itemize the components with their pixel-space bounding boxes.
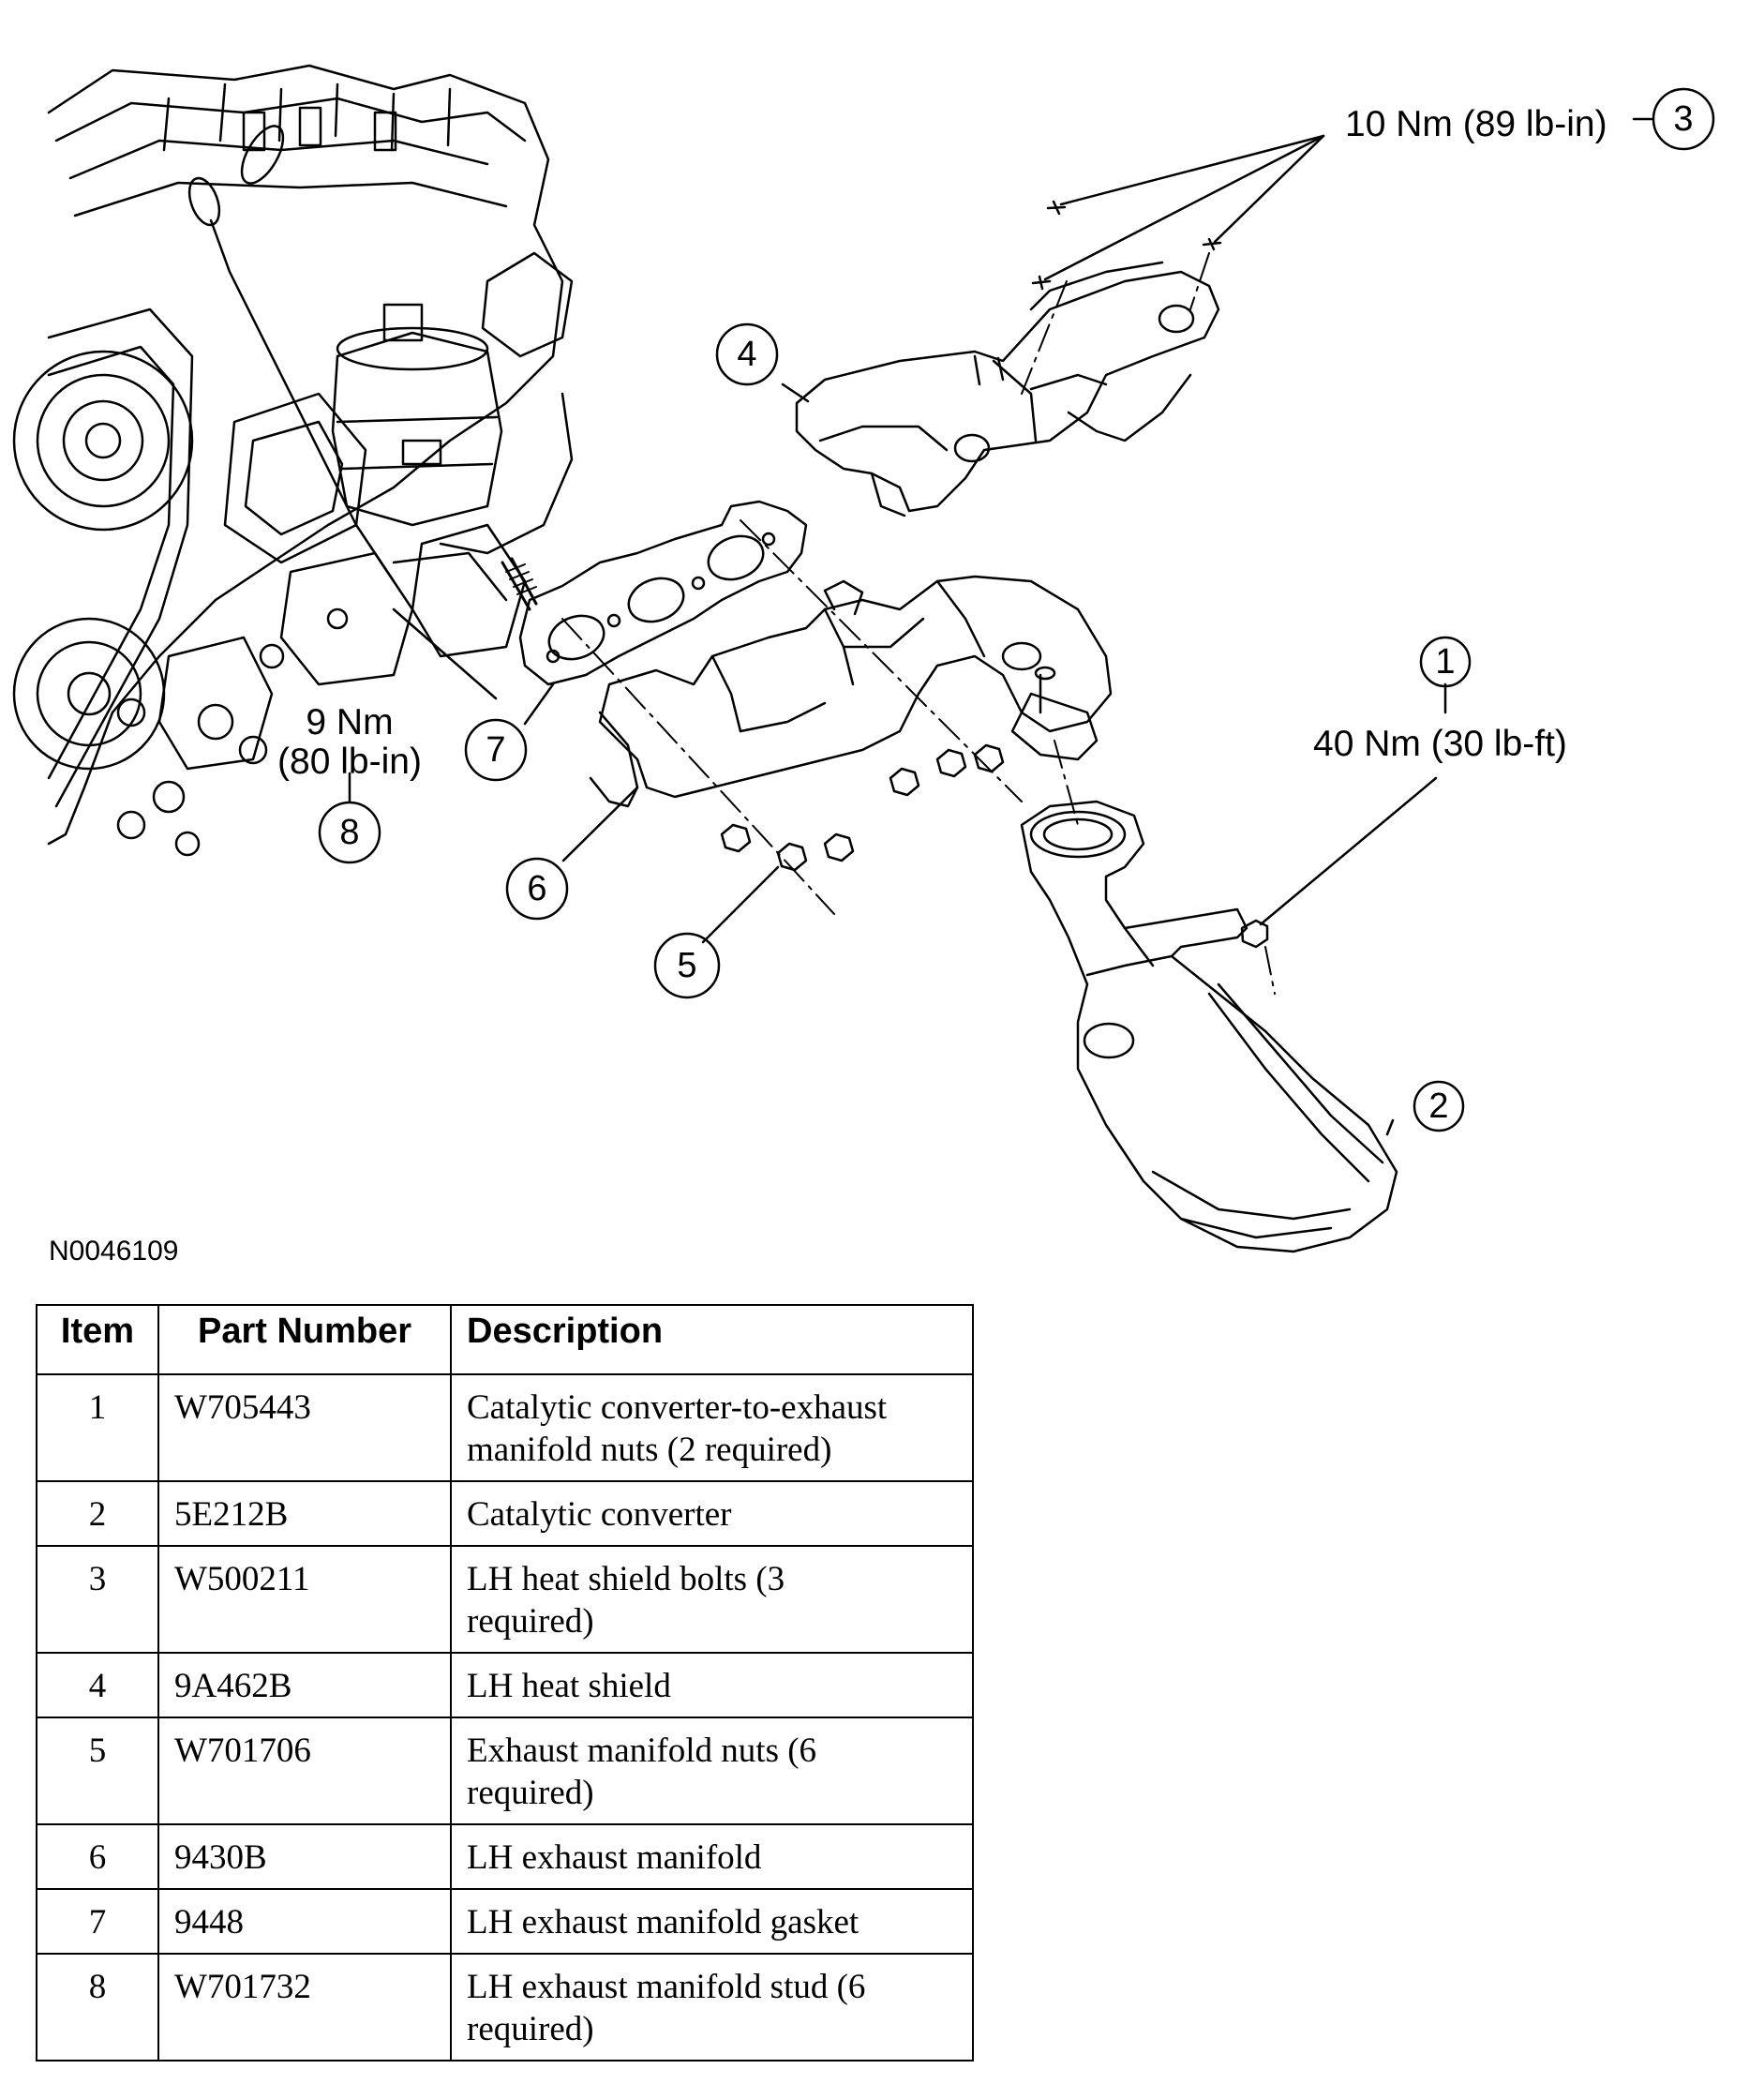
callout-circle-7 [464,718,528,782]
callout-number-1: 1 [1435,642,1455,682]
manifold-nuts-drawing [720,743,1005,872]
description-line: LH heat shield [467,1667,671,1705]
cell-item: 1 [36,1373,159,1482]
cell-part-number: 9A462B [157,1652,452,1718]
description-line: Catalytic converter [467,1495,732,1534]
cell-item: 2 [36,1480,159,1547]
callout-number-4: 4 [737,335,756,374]
table-header-row: Item Part Number Description [36,1304,974,1375]
description-line: LH heat shield bolts (3 [467,1560,785,1598]
callout-circle-4 [715,322,779,386]
description-line: Exhaust manifold nuts (6 [467,1732,817,1770]
callout-circle-1 [1419,636,1472,688]
description-line: Catalytic converter-to-exhaust [467,1388,888,1427]
callout-circle-2 [1413,1080,1465,1132]
cell-description: Exhaust manifold nuts (6 required) [450,1717,974,1825]
cell-part-number: 5E212B [157,1480,452,1547]
cell-description: LH exhaust manifold stud (6 required) [450,1953,974,2062]
callout-number-3: 3 [1673,99,1693,139]
callout-number-8: 8 [339,813,359,852]
cell-part-number: 9430B [157,1823,452,1890]
figure-id: N0046109 [49,1236,178,1267]
cell-description: LH heat shield [450,1652,974,1718]
engine-block-drawing [12,64,574,857]
cell-item: 7 [36,1888,159,1955]
cell-part-number: W500211 [157,1545,452,1654]
header-part-number: Part Number [157,1304,452,1375]
exploded-view-illustration: 1 2 3 4 5 6 7 8 10 Nm (89 lb-in) 40 Nm (… [12,64,1715,1267]
cell-item: 3 [36,1545,159,1654]
description-line: LH exhaust manifold [467,1838,762,1877]
cell-description: LH heat shield bolts (3 required) [450,1545,974,1654]
callout-circle-8 [318,801,381,864]
header-item: Item [36,1304,159,1375]
cell-description: LH exhaust manifold gasket [450,1888,974,1955]
callout-circle-6 [505,857,569,921]
cell-description: Catalytic converter [450,1480,974,1547]
callout-number-5: 5 [677,946,696,985]
description-line: LH exhaust manifold stud (6 [467,1968,866,2006]
cell-part-number: W701732 [157,1953,452,2062]
torque-label-item-8-line1: 9 Nm [306,702,393,742]
cell-part-number: W705443 [157,1373,452,1482]
callout-number-7: 7 [486,730,505,770]
callout-circle-5 [653,932,721,999]
description-line: required) [467,2010,594,2048]
cell-item: 5 [36,1717,159,1825]
heat-shield-drawing [795,200,1222,517]
cell-part-number: 9448 [157,1888,452,1955]
torque-label-item-1: 40 Nm (30 lb-ft) [1313,724,1567,764]
cell-item: 8 [36,1953,159,2062]
exhaust-manifold-drawing [589,575,1113,808]
header-description: Description [450,1304,974,1375]
cell-description: LH exhaust manifold [450,1823,974,1890]
cell-item: 4 [36,1652,159,1718]
cell-description: Catalytic converter-to-exhaust manifold n… [450,1373,974,1482]
torque-label-item-3: 10 Nm (89 lb-in) [1345,104,1607,144]
manifold-gasket-drawing [518,500,808,686]
cell-item: 6 [36,1823,159,1890]
torque-label-item-8-line2: (80 lb-in) [277,742,422,782]
callout-number-2: 2 [1428,1087,1448,1126]
callout-circle-3 [1652,87,1715,151]
description-line: required) [467,1774,594,1812]
description-line: LH exhaust manifold gasket [467,1903,860,1942]
cell-part-number: W701706 [157,1717,452,1825]
catalytic-converter-drawing [1020,800,1398,1253]
description-line: required) [467,1602,594,1641]
callout-number-6: 6 [527,869,546,908]
description-line: manifold nuts (2 required) [467,1431,832,1469]
